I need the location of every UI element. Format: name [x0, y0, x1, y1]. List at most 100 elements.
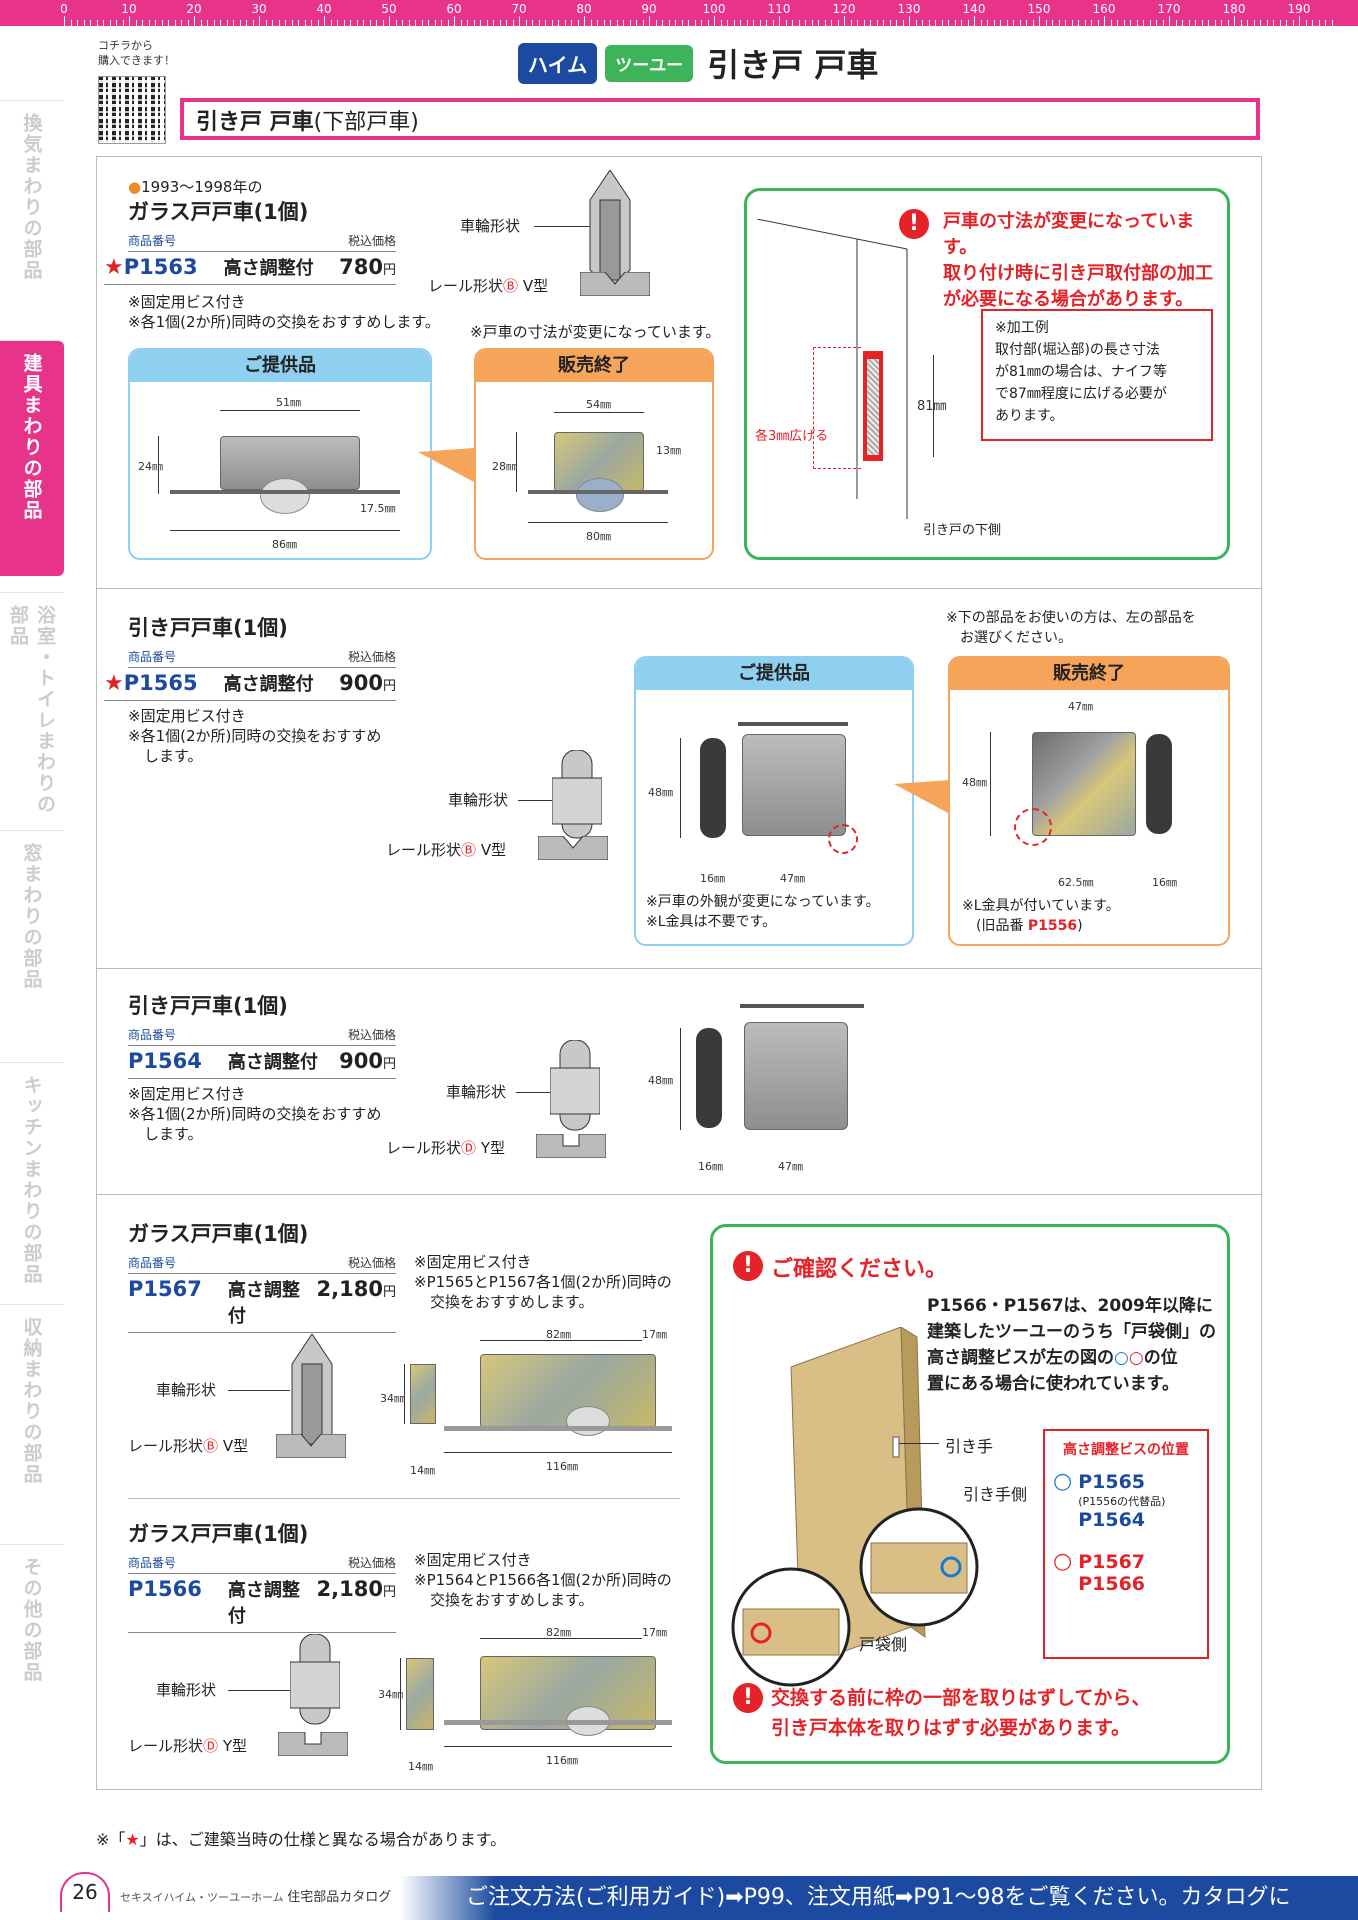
ruler-tick [259, 16, 260, 26]
ruler-tick [759, 20, 761, 26]
example-line: 取付部(堀込部)の長さ寸法 [995, 342, 1160, 358]
ruler-tick [473, 20, 475, 26]
dim-label: 47㎜ [1068, 700, 1093, 713]
ruler-tick [941, 20, 943, 26]
dimension-warning-box: 81㎜ 各3㎜広げる 引き戸の下側 ! 戸車の寸法が変更になっています。取り付け… [744, 188, 1230, 560]
warning-line: が必要になる場合があります。 [943, 289, 1194, 310]
ruler-tick [824, 20, 826, 26]
ruler-label: 130 [897, 2, 921, 16]
dim-line [220, 410, 360, 411]
ruler-tick [278, 20, 280, 26]
order-info-bar[interactable]: ご注文方法(ご利用ガイド)➡P99、注文用紙➡P91〜98をご覧ください。カタロ… [400, 1876, 1358, 1920]
code-header: 商品番号 [128, 1256, 177, 1270]
supplied-title: ご提供品 [130, 350, 430, 382]
ruler-tick [798, 20, 800, 26]
note: ※各1個(2か所)同時の交換をおすすめします。 [128, 313, 440, 331]
note: ※下の部品をお使いの方は、左の部品を [946, 610, 1196, 626]
dim-line [404, 1364, 405, 1424]
product-name: ガラス戸戸車(1個) [128, 1222, 309, 1246]
ruler-label: 160 [1092, 2, 1116, 16]
leader-line [518, 800, 556, 801]
ruler-tick [181, 20, 182, 26]
ruler-label: 60 [446, 2, 462, 16]
rail-label: レール形状Ⓑ V型 [386, 840, 506, 860]
ruler-tick [785, 20, 787, 26]
side-tab[interactable]: 窓まわりの部品 [0, 830, 64, 1050]
wheel-flat-diagram [290, 1634, 340, 1725]
product-code[interactable]: P1565 [123, 671, 198, 695]
ruler-tick [1149, 20, 1151, 26]
yen-unit: 円 [382, 1585, 396, 1600]
rail-type: V型 [480, 841, 507, 859]
ruler-tick [148, 20, 150, 26]
side-bracket [410, 1364, 436, 1424]
product-code[interactable]: P1563 [123, 255, 198, 279]
ruler-tick [233, 20, 234, 26]
qr-code-icon[interactable] [98, 76, 166, 144]
note: (旧品番 [976, 918, 1028, 934]
ruler-tick [168, 20, 169, 26]
ruler-tick [590, 20, 592, 26]
product-price: 2,180 [316, 1577, 383, 1601]
brand-line: セキスイハイム・ツーユーホーム 住宅部品カタログ [120, 1886, 391, 1905]
ruler-tick [753, 20, 754, 26]
side-tab[interactable]: 収納まわりの部品 [0, 1304, 64, 1534]
product-price: 900 [339, 1049, 383, 1073]
confirm-line: の位 [1143, 1348, 1178, 1368]
side-tab[interactable]: その他の部品 [0, 1544, 64, 1784]
product-code[interactable]: P1567 [128, 1277, 202, 1301]
ruler-tick [564, 20, 566, 26]
highlight-circle [1014, 808, 1052, 846]
ruler-tick [805, 20, 806, 26]
ruler-tick [935, 20, 936, 26]
ruler-tick [304, 20, 306, 26]
ruler-tick [454, 16, 455, 26]
ruler-label: 70 [511, 2, 527, 16]
ruler-label: 180 [1222, 2, 1246, 16]
ruler-tick [1084, 20, 1086, 26]
dim-label: 13㎜ [656, 444, 681, 457]
code-header: 商品番号 [128, 1556, 177, 1570]
note: ※固定用ビス付き [414, 1253, 532, 1271]
roller-wheel [260, 478, 310, 514]
rail-y-icon [278, 1732, 348, 1756]
confirm-line: P1566・P1567は、2009年以降に [927, 1296, 1213, 1316]
side-tab[interactable]: キッチンまわりの部品 [0, 1062, 64, 1294]
page-title: 引き戸 戸車 [707, 46, 879, 84]
price-header: 税込価格 [347, 1028, 396, 1042]
ruler-tick [954, 20, 956, 26]
side-tab[interactable]: 換気まわりの部品 [0, 100, 64, 326]
ruler-tick [493, 20, 494, 26]
footnote-text: ※「 [96, 1830, 126, 1849]
product-desc: 高さ調整付 [227, 1580, 300, 1627]
ruler-tick [532, 20, 533, 26]
ruler-label: 170 [1157, 2, 1181, 16]
warning-line: 引き戸本体を取りはずす必要があります。 [771, 1717, 1131, 1739]
rail-type: Y型 [222, 1737, 247, 1755]
ruler-tick [857, 20, 858, 26]
side-tab[interactable]: 建具まわりの部品 [0, 340, 64, 576]
ruler-tick [109, 20, 111, 26]
product-code[interactable]: P1566 [128, 1577, 202, 1601]
ruler-tick [1221, 20, 1222, 26]
price-header: 税込価格 [347, 650, 396, 664]
arrow-pointer [418, 448, 474, 482]
dim-label: 28㎜ [492, 460, 517, 473]
ruler-tick [714, 16, 715, 26]
ruler-tick [1026, 20, 1027, 26]
ruler-tick [746, 20, 748, 26]
ruler-tick [246, 20, 247, 26]
ruler-tick [571, 20, 572, 26]
product-code[interactable]: P1564 [128, 1049, 202, 1073]
ruler-tick [850, 20, 852, 26]
ruler-tick [1247, 20, 1248, 26]
ruler-tick [376, 20, 377, 26]
side-tab[interactable]: 浴室・トイレまわりの部品 [0, 592, 64, 822]
red-ring-icon: ○ [1053, 1549, 1073, 1574]
page-header: ハイム ツーユー 引き戸 戸車 [518, 40, 878, 86]
